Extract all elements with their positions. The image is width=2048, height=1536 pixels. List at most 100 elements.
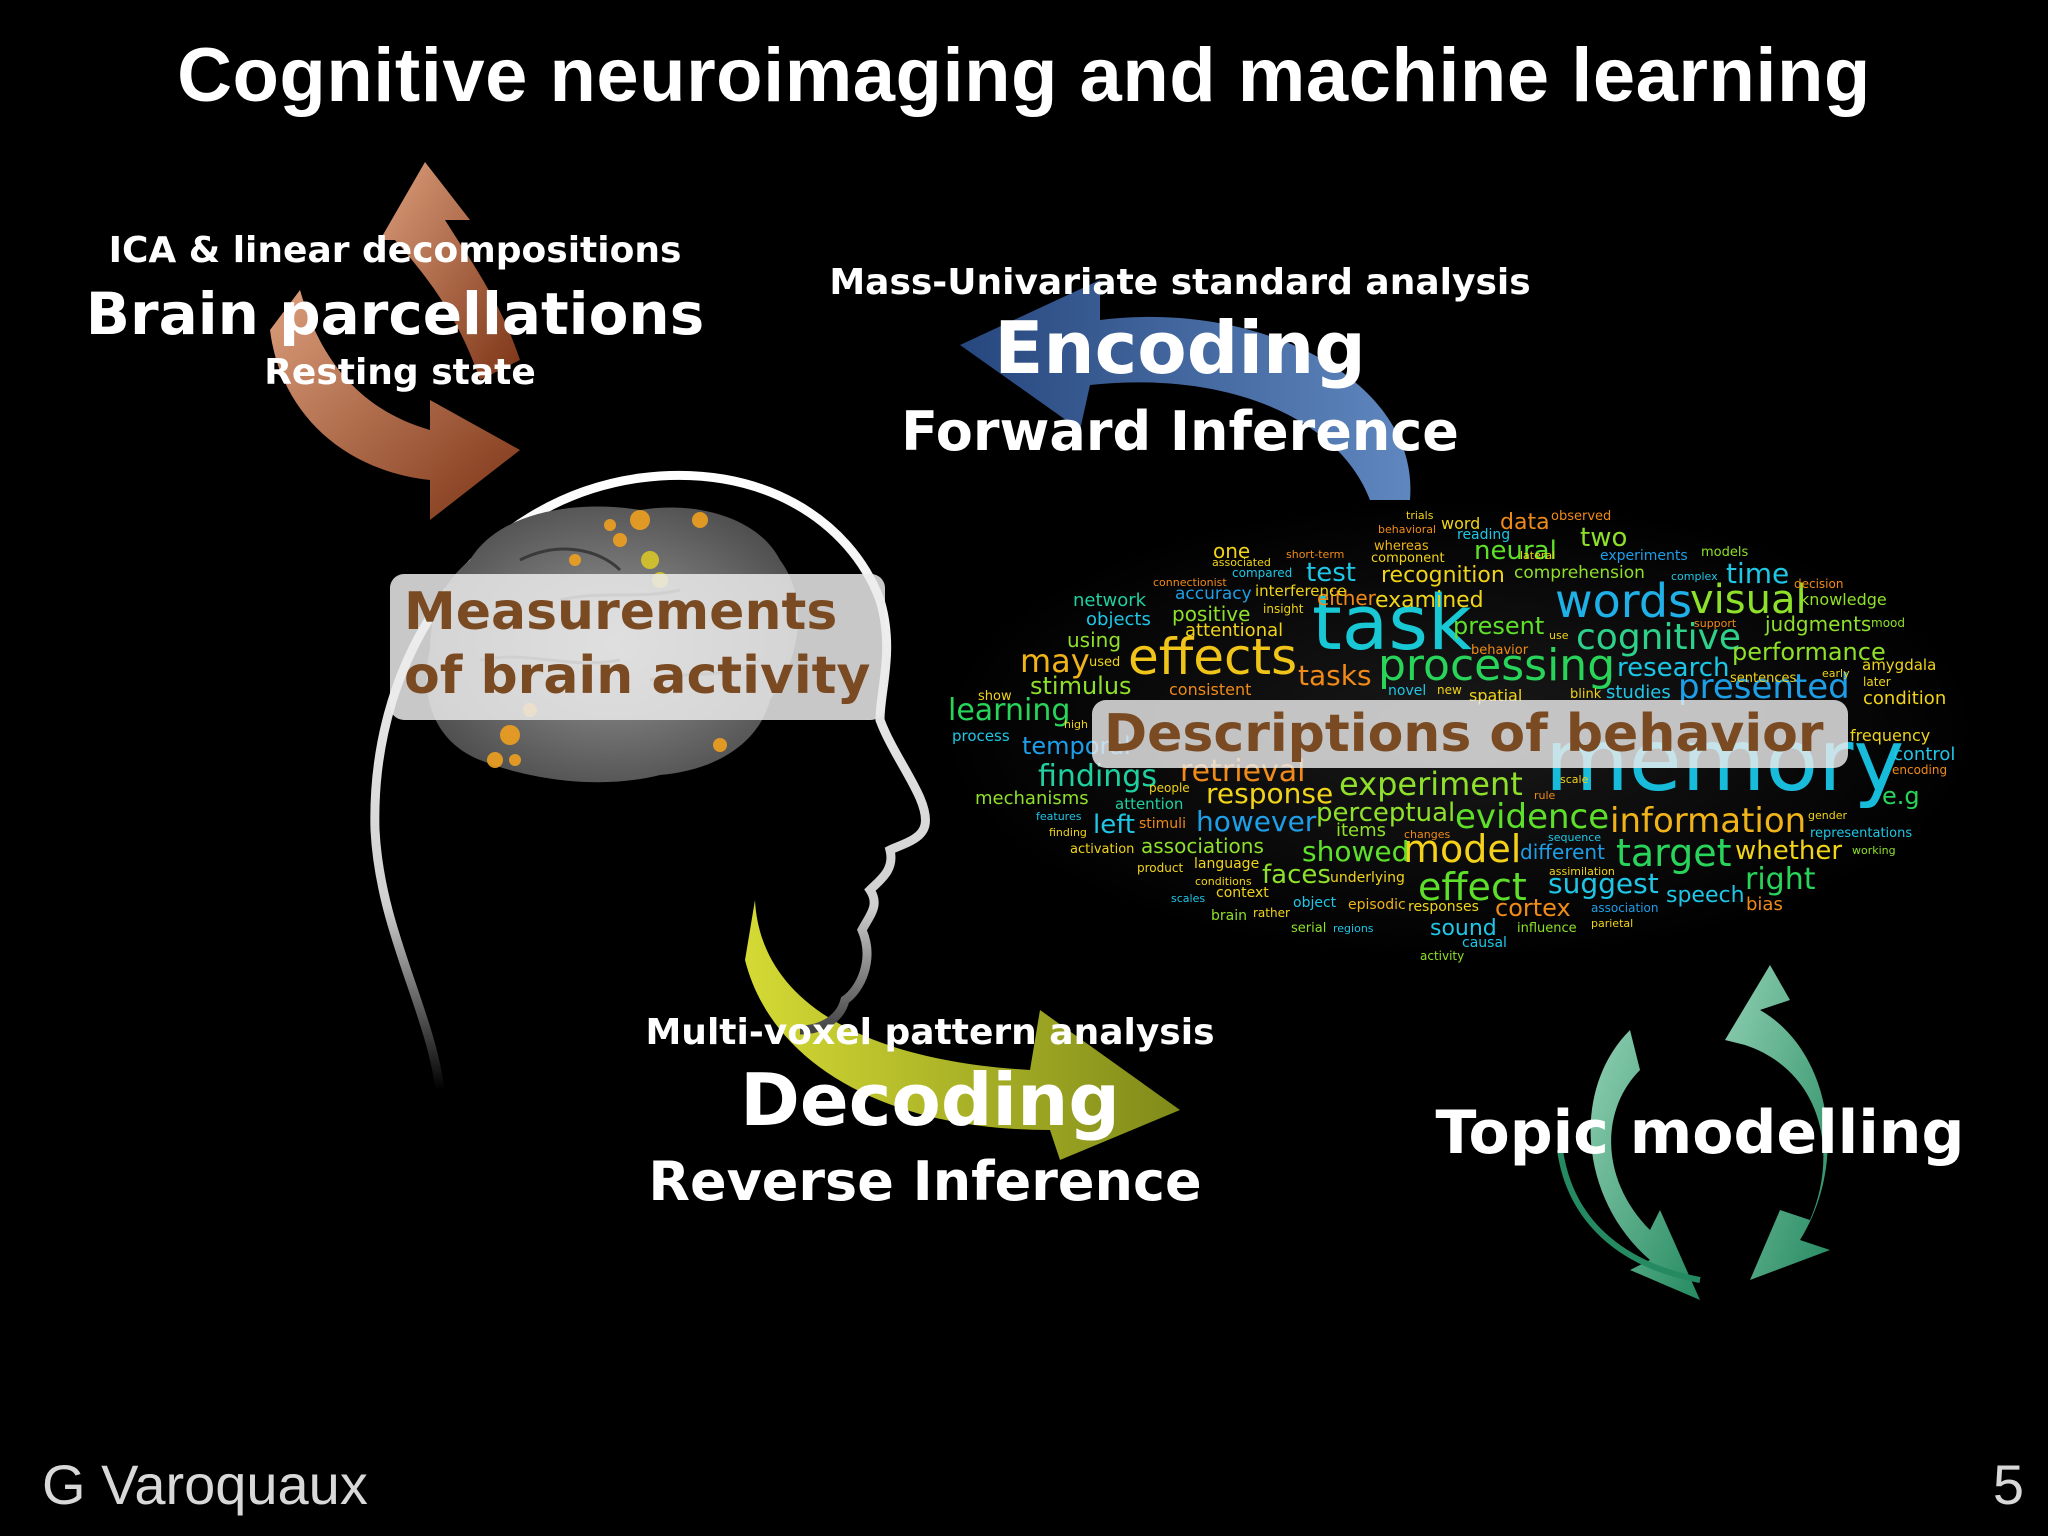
wordcloud-word: perceptual — [1316, 798, 1456, 828]
wordcloud-word: support — [1694, 617, 1737, 630]
parcellation-method-label: ICA & linear decompositions — [108, 230, 682, 271]
wordcloud-word: one — [1213, 539, 1251, 563]
wordcloud-word: consistent — [1169, 680, 1252, 699]
wordcloud-word: stimuli — [1139, 816, 1186, 832]
wordcloud-word: models — [1701, 545, 1749, 560]
wordcloud-word: new — [1437, 683, 1462, 697]
wordcloud-word: performance — [1732, 638, 1886, 666]
decoding-method-label: Multi-voxel pattern analysis — [645, 1012, 1215, 1053]
wordcloud-word: frequency — [1850, 726, 1931, 745]
wordcloud-word: regions — [1333, 922, 1374, 935]
wordcloud-word: activation — [1070, 842, 1135, 857]
wordcloud-word: different — [1520, 840, 1605, 864]
slide-title: Cognitive neuroimaging and machine learn… — [177, 33, 1871, 118]
wordcloud-word: behavioral — [1378, 523, 1437, 536]
wordcloud-word: either — [1317, 586, 1376, 610]
wordcloud-word: representations — [1810, 826, 1913, 841]
wordcloud-word: insight — [1263, 602, 1304, 616]
wordcloud-word: attention — [1115, 795, 1184, 813]
wordcloud-word: processing — [1378, 640, 1616, 691]
wordcloud-word: use — [1549, 629, 1569, 642]
encoding-title: Encoding — [994, 306, 1366, 390]
wordcloud-word: studies — [1606, 682, 1671, 703]
wordcloud-word: response — [1206, 777, 1334, 810]
wordcloud-word: later — [1863, 675, 1891, 689]
wordcloud-word: judgments — [1765, 612, 1872, 636]
wordcloud-word: information — [1610, 801, 1807, 841]
wordcloud-word: using — [1067, 628, 1122, 652]
wordcloud-word: cortex — [1495, 894, 1571, 922]
parcellation-subtitle: Resting state — [264, 352, 536, 393]
wordcloud-word: stimulus — [1030, 672, 1132, 700]
wordcloud-word: spatial — [1469, 686, 1523, 705]
wordcloud-word: rule — [1534, 789, 1556, 802]
wordcloud-word: research — [1617, 653, 1730, 683]
wordcloud-word: two — [1580, 523, 1628, 553]
topic-modelling-label: Topic modelling — [1435, 1098, 1965, 1168]
wordcloud-word: test — [1306, 558, 1356, 588]
wordcloud-word: may — [1020, 642, 1090, 680]
wordcloud-word: novel — [1388, 683, 1427, 699]
wordcloud-word: experiment — [1339, 765, 1523, 803]
wordcloud-word: whether — [1735, 836, 1843, 866]
parcellation-cycle-arrow — [270, 162, 520, 520]
wordcloud-word: visual — [1690, 577, 1807, 623]
behavior-description-box: Descriptions of behavior — [1092, 700, 1848, 768]
wordcloud-word: right — [1745, 862, 1816, 897]
parcellation-title: Brain parcellations — [85, 280, 705, 348]
wordcloud-word: associations — [1141, 834, 1264, 858]
wordcloud-word: bias — [1746, 894, 1783, 915]
wordcloud-word: effects — [1128, 628, 1298, 686]
wordcloud-word: lateral — [1520, 549, 1556, 562]
wordcloud-word: compared — [1232, 566, 1293, 580]
wordcloud-word: interference — [1255, 582, 1347, 600]
wordcloud-word: recognition — [1381, 563, 1505, 588]
wordcloud-word: underlying — [1330, 870, 1405, 886]
wordcloud-word: blink — [1570, 687, 1602, 702]
encoding-subtitle: Forward Inference — [901, 400, 1459, 463]
wordcloud-word: assimilation — [1549, 865, 1615, 878]
wordcloud-word: words — [1555, 574, 1693, 628]
wordcloud-word: parietal — [1591, 917, 1634, 930]
wordcloud-word: control — [1893, 744, 1956, 765]
encoding-arrow — [960, 280, 1411, 500]
topic-cycle-arrow — [1557, 965, 1830, 1300]
wordcloud-word: task — [1312, 578, 1472, 667]
wordcloud-word: time — [1726, 557, 1790, 590]
wordcloud-word: associated — [1212, 556, 1271, 569]
wordcloud-word: show — [978, 689, 1012, 704]
decoding-arrow — [745, 900, 1180, 1160]
wordcloud-word: tasks — [1298, 659, 1372, 692]
wordcloud-word: observed — [1551, 509, 1612, 524]
wordcloud-word: mood — [1871, 616, 1905, 630]
wordcloud-word: finding — [1049, 826, 1087, 839]
wordcloud-word: sequence — [1548, 831, 1602, 844]
wordcloud-word: learning — [948, 693, 1071, 728]
wordcloud-word: comprehension — [1514, 563, 1645, 583]
wordcloud-word: brain — [1211, 908, 1247, 924]
wordcloud-word: language — [1194, 856, 1260, 872]
behavior-box-label: Descriptions of behavior — [1104, 704, 1824, 764]
wordcloud-word: used — [1089, 655, 1121, 670]
wordcloud-word: product — [1137, 861, 1184, 875]
wordcloud-word: trials — [1406, 509, 1434, 522]
wordcloud-word: present — [1453, 612, 1545, 640]
wordcloud-word: amygdala — [1862, 656, 1937, 674]
encoding-method-label: Mass-Univariate standard analysis — [829, 262, 1531, 303]
wordcloud-word: items — [1336, 820, 1387, 841]
wordcloud-word: mechanisms — [975, 788, 1089, 809]
wordcloud-word: however — [1196, 805, 1317, 838]
wordcloud-word: model — [1403, 827, 1522, 871]
wordcloud-word: data — [1500, 510, 1550, 535]
wordcloud-word: early — [1822, 667, 1850, 680]
wordcloud-word: rather — [1253, 906, 1290, 920]
wordcloud-word: behavior — [1471, 643, 1529, 658]
wordcloud-word: e.g — [1882, 782, 1920, 810]
wordcloud-word: neural — [1474, 536, 1557, 566]
wordcloud-word: episodic — [1348, 897, 1406, 913]
wordcloud-word: conditions — [1195, 875, 1252, 888]
wordcloud-word: accuracy — [1175, 584, 1252, 604]
wordcloud-word: influence — [1517, 921, 1577, 936]
wordcloud-word: suggest — [1548, 867, 1659, 900]
wordcloud-word: complex — [1671, 570, 1718, 583]
